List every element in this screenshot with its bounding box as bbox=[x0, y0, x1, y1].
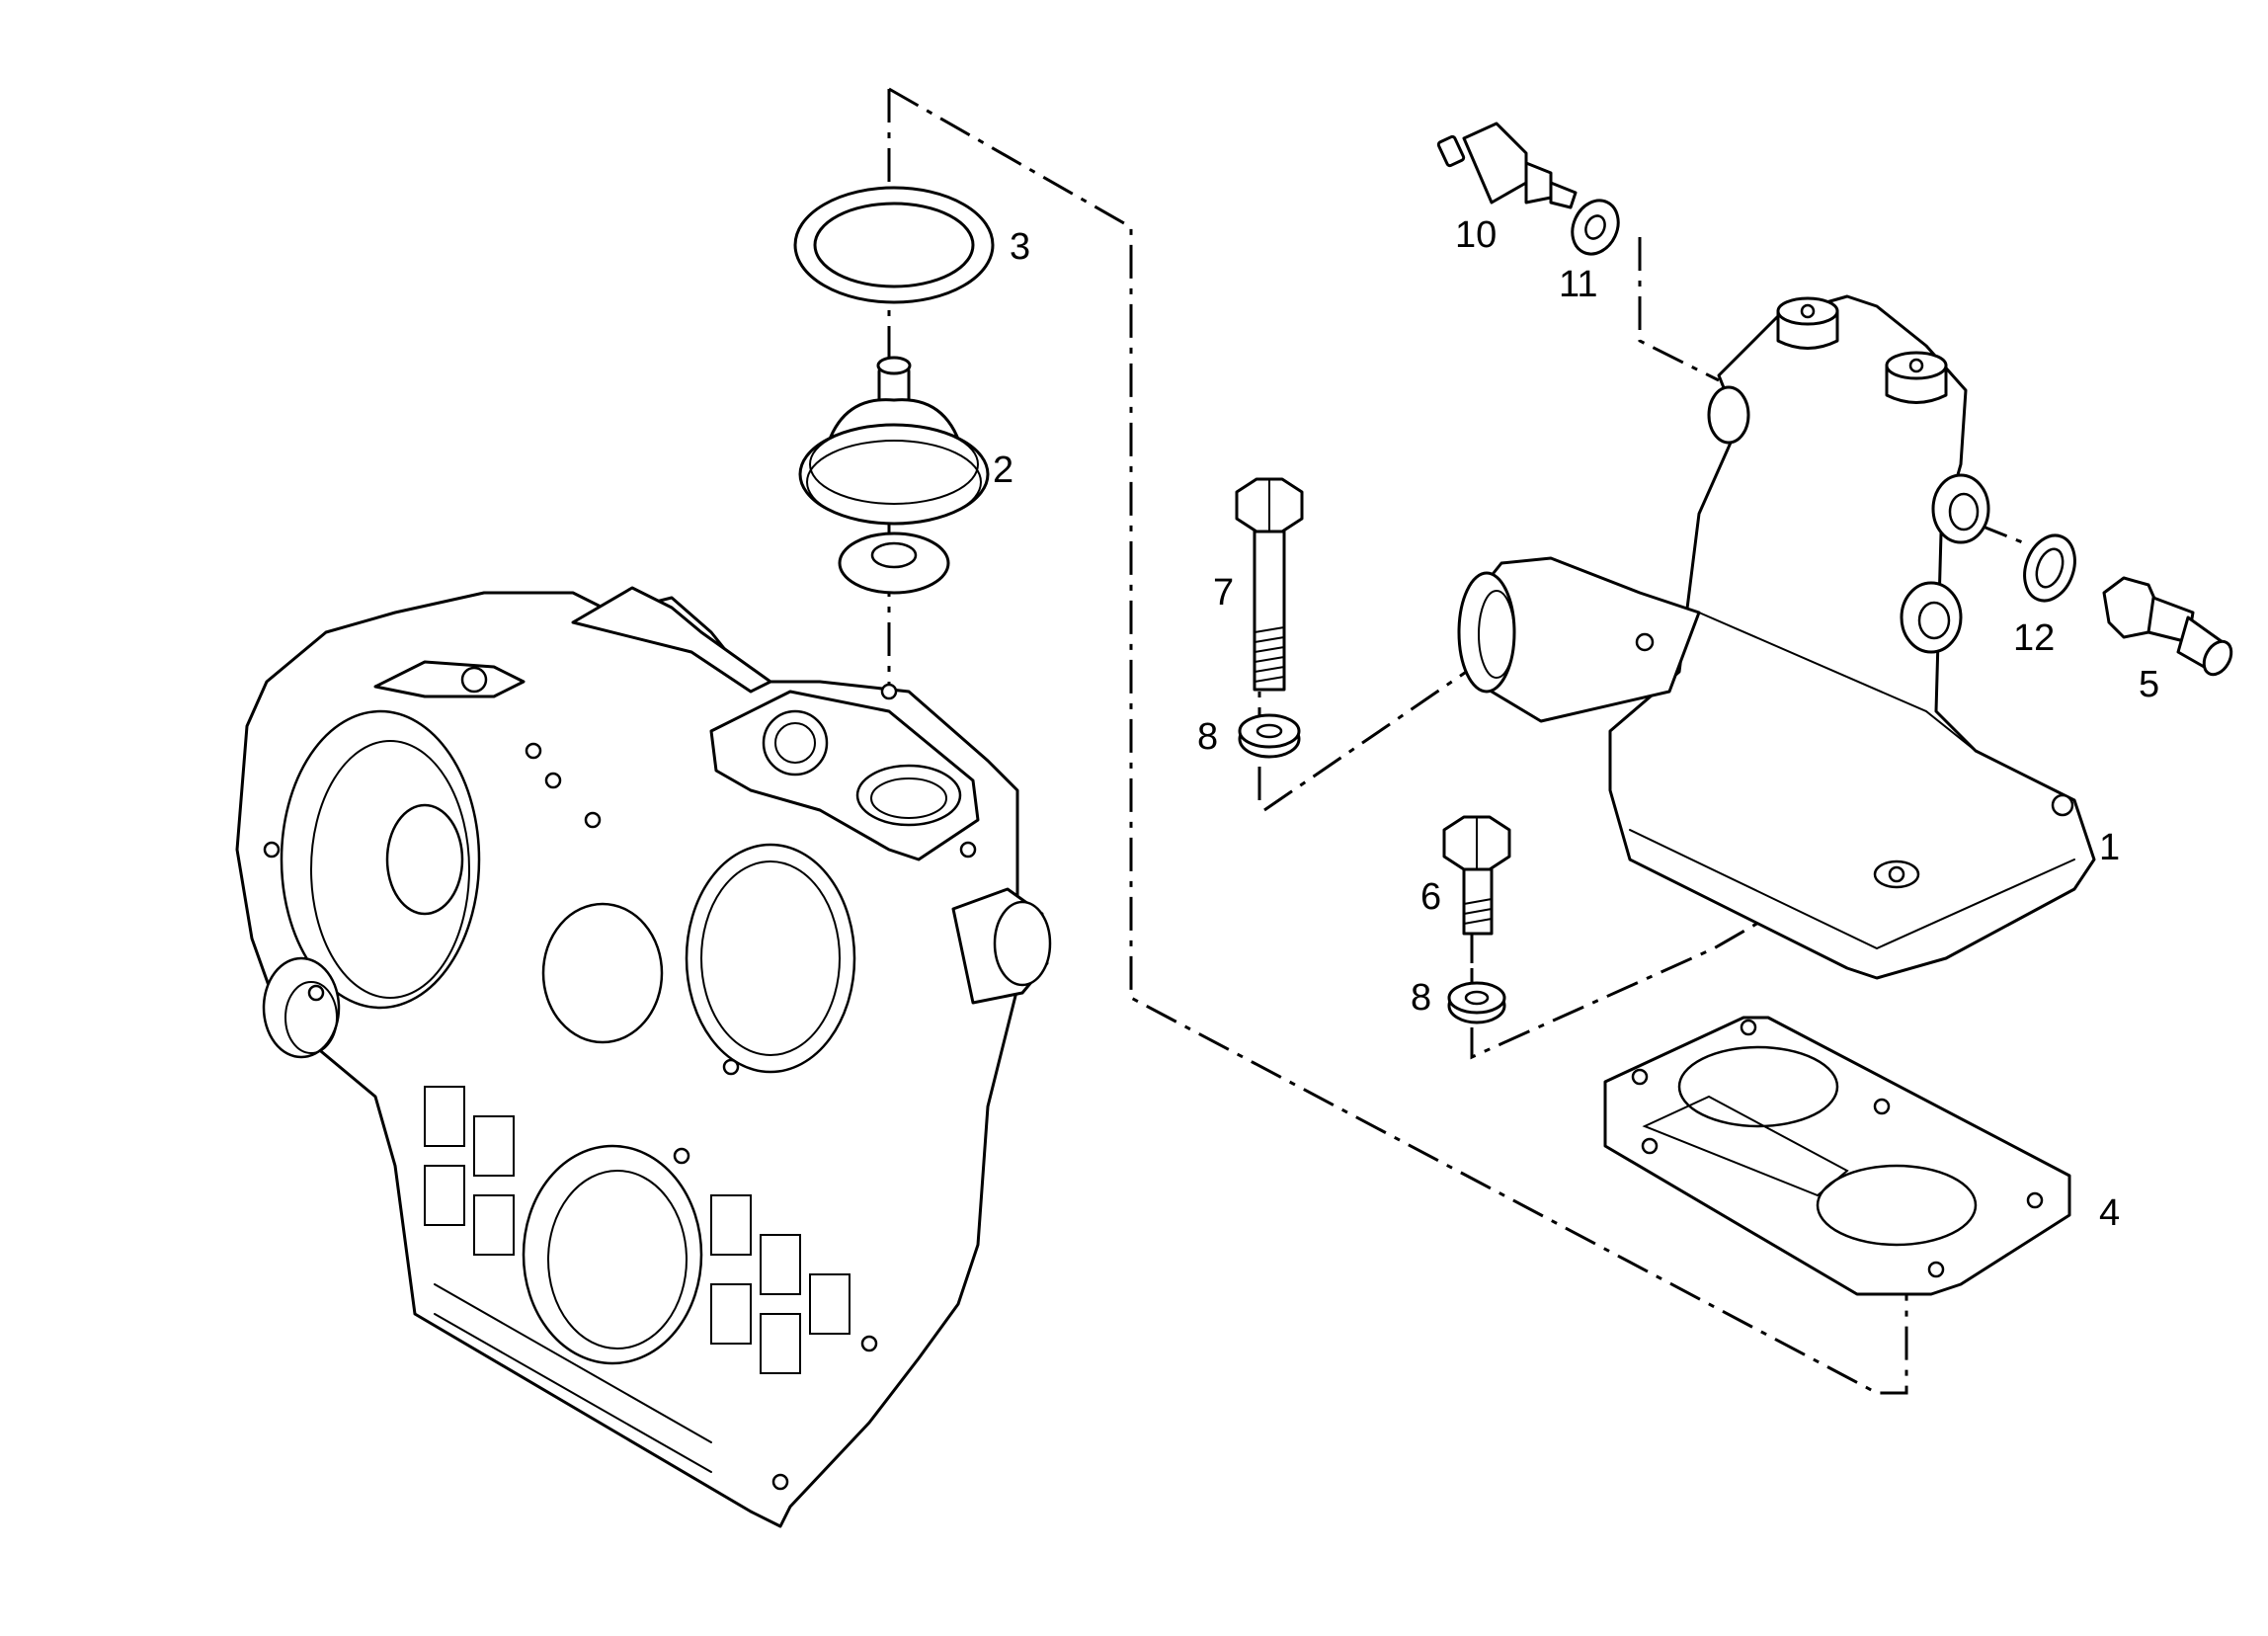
short-bolt-part-6 bbox=[1442, 815, 1511, 936]
callout-10: 10 bbox=[1455, 214, 1497, 256]
callout-4: 4 bbox=[2099, 1192, 2120, 1234]
nipple-fitting-part-5 bbox=[2102, 576, 2233, 677]
o-ring-part-3 bbox=[793, 186, 995, 304]
callout-labels: 1 2 3 4 5 6 7 8 8 10 11 12 bbox=[993, 214, 2159, 1234]
cover-grid-ribs bbox=[424, 1086, 850, 1473]
cover-bolt-holes bbox=[263, 683, 977, 1491]
callout-12: 12 bbox=[2013, 617, 2055, 659]
callout-8-lower: 8 bbox=[1411, 977, 1431, 1019]
callout-1: 1 bbox=[2099, 827, 2120, 868]
thermostat-part-2 bbox=[798, 356, 990, 595]
callout-7: 7 bbox=[1213, 572, 1234, 614]
long-bolt-part-7 bbox=[1235, 477, 1304, 692]
sealing-washer-part-12 bbox=[2023, 533, 2076, 603]
washer-part-8-upper bbox=[1238, 713, 1301, 759]
sealing-washer-part-11 bbox=[1571, 199, 1620, 256]
thermostat-housing-part-1 bbox=[1457, 294, 2096, 980]
washer-part-8-lower bbox=[1447, 981, 1506, 1024]
temperature-sensor-part-10 bbox=[1436, 122, 1578, 209]
callout-3: 3 bbox=[1010, 226, 1030, 268]
callout-5: 5 bbox=[2139, 664, 2159, 705]
callout-11: 11 bbox=[1559, 264, 1597, 305]
callout-2: 2 bbox=[993, 450, 1013, 491]
gasket-part-4 bbox=[1603, 1016, 2071, 1296]
callout-8-upper: 8 bbox=[1197, 716, 1218, 758]
callout-6: 6 bbox=[1420, 876, 1441, 918]
front-timing-cover bbox=[235, 586, 1052, 1528]
